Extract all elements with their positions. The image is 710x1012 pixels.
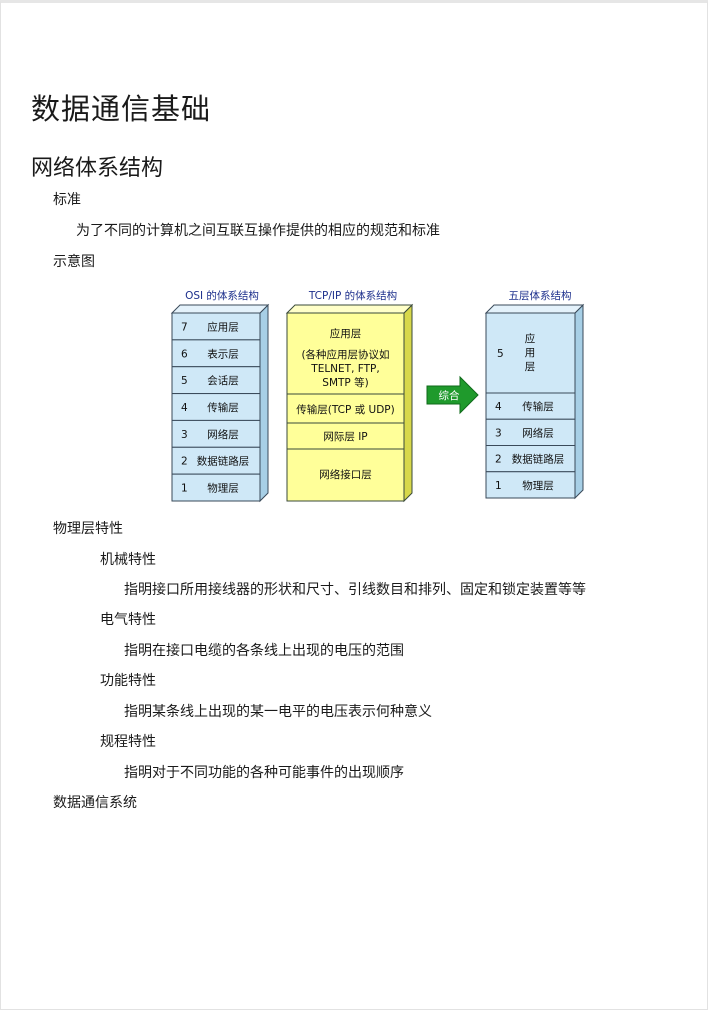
five-layer-box (485, 418, 576, 446)
electrical-desc: 指明在接口电缆的各条线上出现的电压的范围 (124, 643, 404, 659)
combine-arrow: 综合 (426, 375, 479, 415)
five-layer-5-char-3: 层 (525, 361, 536, 373)
five-layer-box (485, 445, 576, 473)
tcpip-transport-layer: 传输层(TCP 或 UDP) (296, 403, 394, 416)
mechanical-heading: 机械特性 (100, 552, 156, 568)
five-layer-name: 数据链路层 (512, 453, 565, 466)
five-layer-name: 物理层 (522, 479, 554, 492)
tcpip-stack: 应用层 (各种应用层协议如 TELNET, FTP, SMTP 等) 传输层(T… (285, 303, 414, 503)
tcpip-title: TCP/IP 的体系结构 (308, 289, 397, 302)
standard-heading: 标准 (53, 192, 81, 208)
physical-heading: 物理层特性 (53, 521, 123, 537)
osi-layer-name: 会话层 (207, 374, 239, 387)
osi-layer-num: 6 (181, 348, 188, 360)
functional-desc: 指明某条线上出现的某一电平的电压表示何种意义 (124, 704, 432, 720)
osi-layer-num: 1 (181, 483, 188, 495)
functional-heading: 功能特性 (100, 673, 156, 689)
tcpip-app-line-3: TELNET, FTP, (310, 363, 379, 375)
five-layer-num: 3 (495, 427, 502, 439)
tcpip-interface-layer: 网络接口层 (319, 468, 372, 481)
osi-stack: 7 应用层 6 表示层 5 会话层 4 传输层 3 网络层 2 数据链路层 1 物理层 (170, 303, 270, 503)
diagram-heading: 示意图 (53, 254, 95, 270)
osi-layer-box (171, 473, 261, 502)
osi-layer-num: 2 (181, 456, 188, 468)
osi-layer-name: 网络层 (207, 428, 239, 441)
standard-text: 为了不同的计算机之间互联互操作提供的相应的规范和标准 (76, 223, 440, 239)
five-layer-row: 4 传输层 (485, 392, 576, 420)
osi-layer-row: 4 传输层 (171, 393, 261, 421)
procedural-heading: 规程特性 (100, 734, 156, 750)
tcpip-app-line-4: SMTP 等) (322, 376, 368, 389)
tcpip-app-line-1: 应用层 (330, 327, 362, 340)
five-layer-5-char-2: 用 (525, 347, 536, 359)
five-layer-5-num: 5 (497, 348, 504, 360)
page-title: 数据通信基础 (31, 92, 212, 126)
arrow-label: 综合 (439, 389, 460, 402)
five-layer-row: 3 网络层 (485, 418, 576, 446)
osi-layer-box (171, 366, 261, 395)
tcpip-app-line-2: (各种应用层协议如 (301, 348, 389, 361)
data-comm-system-heading: 数据通信系统 (53, 795, 137, 811)
osi-layer-name: 表示层 (207, 347, 239, 360)
osi-layer-num: 7 (181, 321, 188, 333)
osi-layer-row: 2 数据链路层 (171, 446, 261, 475)
five-layer-box (485, 471, 576, 499)
procedural-desc: 指明对于不同功能的各种可能事件的出现顺序 (124, 765, 404, 781)
osi-layer-num: 5 (181, 375, 188, 387)
mechanical-desc: 指明接口所用接线器的形状和尺寸、引线数目和排列、固定和锁定装置等等 (124, 582, 586, 598)
architecture-diagram: OSI 的体系结构 TCP/IP 的体系结构 五层体系结构 7 应用层 6 表示层 5 会… (170, 289, 585, 503)
section-heading: 网络体系结构 (31, 156, 164, 181)
osi-layer-name: 物理层 (207, 482, 239, 495)
five-layer-num: 2 (495, 454, 502, 466)
five-layer-5-char-1: 应 (525, 332, 536, 345)
osi-layer-box (171, 393, 261, 421)
five-layer-row: 2 数据链路层 (485, 445, 576, 473)
osi-layer-row: 3 网络层 (171, 419, 261, 448)
tcpip-internet-layer: 网际层 IP (323, 431, 367, 443)
five-layer-name: 网络层 (522, 426, 554, 439)
osi-title: OSI 的体系结构 (185, 289, 259, 302)
osi-layer-box (171, 446, 261, 475)
five-layer-num: 4 (495, 401, 502, 413)
osi-layer-row: 6 表示层 (171, 339, 261, 368)
electrical-heading: 电气特性 (100, 612, 156, 628)
osi-layer-num: 4 (181, 402, 188, 414)
osi-layer-row: 5 会话层 (171, 366, 261, 395)
osi-layer-name: 应用层 (207, 320, 239, 333)
osi-layer-row: 1 物理层 (171, 473, 261, 502)
five-layer-stack: 5 应 用 层 4 传输层 3 网络层 2 数据链路层 1 物理层 (484, 303, 585, 500)
five-layer-row: 1 物理层 (485, 471, 576, 499)
osi-layer-row: 7 应用层 (171, 312, 261, 341)
five-layer-title: 五层体系结构 (509, 289, 572, 302)
osi-layer-name: 数据链路层 (197, 455, 250, 468)
five-layer-num: 1 (495, 480, 502, 492)
osi-layer-num: 3 (181, 429, 188, 441)
osi-layer-name: 传输层 (207, 401, 239, 414)
five-layer-name: 传输层 (522, 400, 554, 413)
